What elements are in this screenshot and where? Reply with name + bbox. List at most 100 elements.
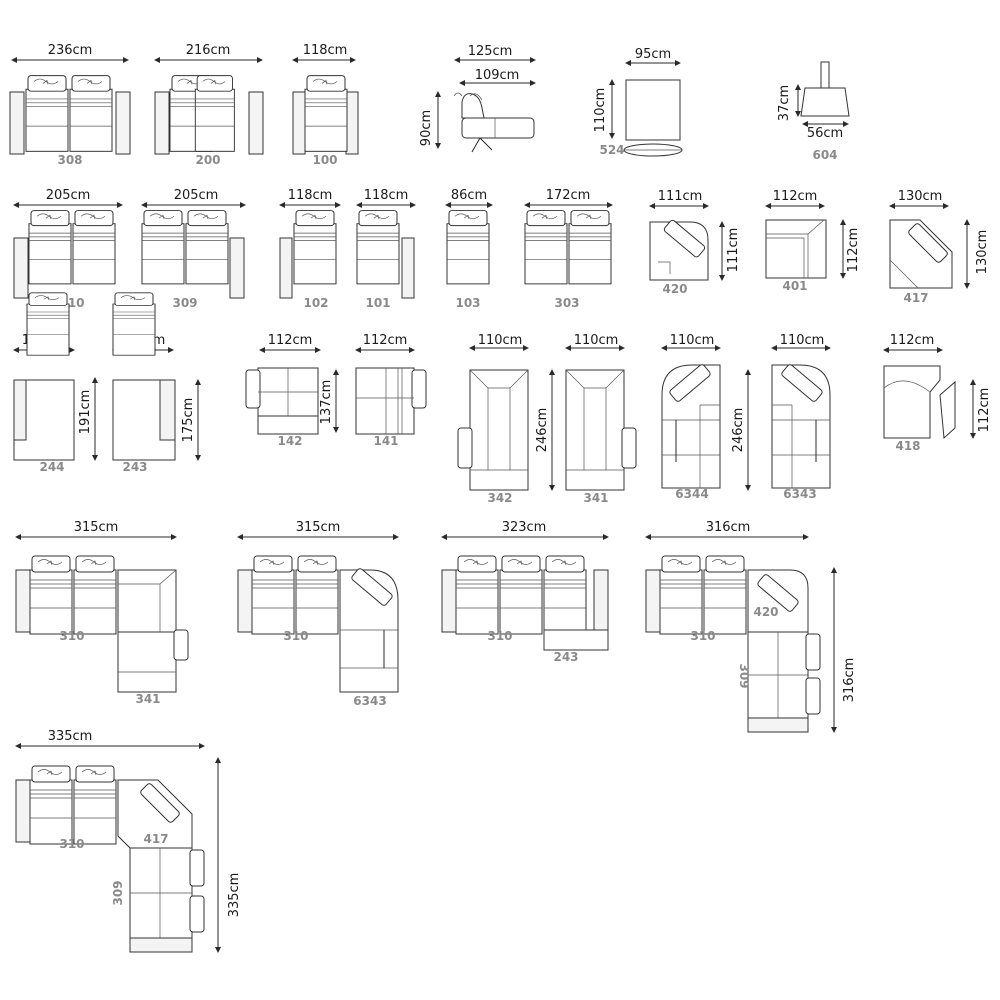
dim-label: 246cm bbox=[731, 408, 746, 453]
dim-label: 95cm bbox=[635, 47, 671, 62]
dim-label: 335cm bbox=[48, 729, 93, 744]
module-code: 418 bbox=[895, 439, 920, 453]
module-code: 417 bbox=[143, 832, 168, 846]
module-code: 342 bbox=[487, 491, 512, 505]
module-code: 200 bbox=[195, 153, 220, 167]
module-code: 524 bbox=[599, 143, 624, 157]
module-341: 110cm 341 bbox=[565, 333, 637, 505]
dim-label: 56cm bbox=[807, 126, 843, 141]
module-code: 303 bbox=[554, 296, 579, 310]
module-code: 6343 bbox=[353, 694, 386, 708]
dim-label: 86cm bbox=[451, 188, 487, 203]
combo-3: 323cm 310 243 bbox=[441, 520, 609, 664]
module-code: 309 bbox=[172, 296, 197, 310]
module-code: 142 bbox=[277, 434, 302, 448]
dim-label: 118cm bbox=[288, 188, 333, 203]
combo-5: 335cm 335cm 310 417 309 bbox=[15, 729, 242, 953]
module-code: 101 bbox=[365, 296, 390, 310]
dim-label: 112cm bbox=[363, 333, 408, 348]
dim-label: 246cm bbox=[535, 408, 550, 453]
dim-label: 111cm bbox=[658, 189, 703, 204]
dim-label: 111cm bbox=[726, 228, 741, 273]
module-code: 420 bbox=[662, 282, 687, 296]
dim-label: 90cm bbox=[419, 110, 434, 146]
dim-label: 216cm bbox=[186, 43, 231, 58]
module-code: 6344 bbox=[675, 487, 708, 501]
dim-label: 316cm bbox=[842, 658, 857, 703]
module-420: 111cm 111cm 420 bbox=[649, 189, 741, 296]
dim-label: 335cm bbox=[227, 873, 242, 918]
dim-label: 175cm bbox=[181, 398, 196, 443]
module-code: 604 bbox=[812, 148, 837, 162]
module-102: 118cm 102 bbox=[279, 188, 341, 310]
module-code: 6343 bbox=[783, 487, 816, 501]
module-code: 341 bbox=[583, 491, 608, 505]
combo-4: 316cm 316cm 310 420 309 bbox=[645, 520, 857, 733]
dim-label: 191cm bbox=[78, 390, 93, 435]
module-401: 112cm 112cm 401 bbox=[765, 189, 861, 293]
module-6343: 110cm 6343 bbox=[771, 333, 831, 501]
dim-label: 130cm bbox=[898, 189, 943, 204]
module-code: 310 bbox=[283, 629, 308, 643]
module-243: 118cm 175cm 243 bbox=[112, 292, 201, 474]
module-142: 112cm 137cm 142 bbox=[245, 333, 339, 448]
module-342: 110cm 246cm 342 bbox=[457, 333, 555, 505]
module-code: 243 bbox=[553, 650, 578, 664]
dim-label: 315cm bbox=[296, 520, 341, 535]
dim-label: 109cm bbox=[475, 68, 520, 83]
combo-2: 315cm 310 6343 bbox=[237, 520, 399, 708]
module-code: 310 bbox=[690, 629, 715, 643]
dim-label: 205cm bbox=[46, 188, 91, 203]
dim-label: 125cm bbox=[468, 44, 513, 59]
module-310: 205cm 310 bbox=[13, 188, 123, 310]
dim-label: 112cm bbox=[773, 189, 818, 204]
dim-label: 112cm bbox=[846, 228, 861, 273]
dim-label: 172cm bbox=[546, 188, 591, 203]
dim-label: 110cm bbox=[574, 333, 619, 348]
module-code: 310 bbox=[487, 629, 512, 643]
module-code: 244 bbox=[39, 460, 64, 474]
module-101: 118cm 101 bbox=[356, 188, 416, 310]
dim-label: 110cm bbox=[670, 333, 715, 348]
module-141: 112cm 141 bbox=[355, 333, 427, 448]
module-103: 86cm 103 bbox=[445, 188, 493, 310]
dim-label: 118cm bbox=[364, 188, 409, 203]
dim-label: 110cm bbox=[593, 88, 608, 133]
dim-label: 236cm bbox=[48, 43, 93, 58]
module-code: 243 bbox=[122, 460, 147, 474]
module-code: 309 bbox=[111, 880, 125, 905]
module-417: 130cm 130cm 417 bbox=[889, 189, 990, 305]
module-code: 309 bbox=[737, 663, 751, 688]
module-524-side: 125cm 109cm 90cm bbox=[419, 44, 536, 153]
dim-label: 130cm bbox=[975, 230, 990, 275]
module-309: 205cm 309 bbox=[141, 188, 246, 310]
module-244: 118cm 191cm 244 bbox=[13, 292, 98, 474]
module-code: 401 bbox=[782, 279, 807, 293]
dim-label: 112cm bbox=[268, 333, 313, 348]
module-code: 417 bbox=[903, 291, 928, 305]
module-code: 102 bbox=[303, 296, 328, 310]
module-308: 236cm 308 bbox=[9, 43, 131, 167]
dim-label: 110cm bbox=[478, 333, 523, 348]
dim-label: 316cm bbox=[706, 520, 751, 535]
dim-label: 37cm bbox=[777, 85, 792, 121]
module-code: 310 bbox=[59, 837, 84, 851]
module-303: 172cm 303 bbox=[524, 188, 613, 310]
dim-label: 110cm bbox=[780, 333, 825, 348]
module-code: 420 bbox=[753, 605, 778, 619]
dim-label: 137cm bbox=[319, 380, 334, 425]
dim-label: 323cm bbox=[502, 520, 547, 535]
module-200: 216cm 200 bbox=[154, 43, 264, 167]
dim-label: 315cm bbox=[74, 520, 119, 535]
dim-label: 112cm bbox=[890, 333, 935, 348]
module-100: 118cm 100 bbox=[292, 43, 359, 167]
dim-label: 112cm bbox=[977, 388, 992, 433]
dim-label: 118cm bbox=[303, 43, 348, 58]
module-6344: 110cm 246cm 6344 bbox=[661, 333, 751, 501]
module-code: 141 bbox=[373, 434, 398, 448]
module-604: 37cm 56cm 604 bbox=[777, 61, 850, 162]
module-code: 310 bbox=[59, 629, 84, 643]
module-code: 308 bbox=[57, 153, 82, 167]
dim-label: 205cm bbox=[174, 188, 219, 203]
